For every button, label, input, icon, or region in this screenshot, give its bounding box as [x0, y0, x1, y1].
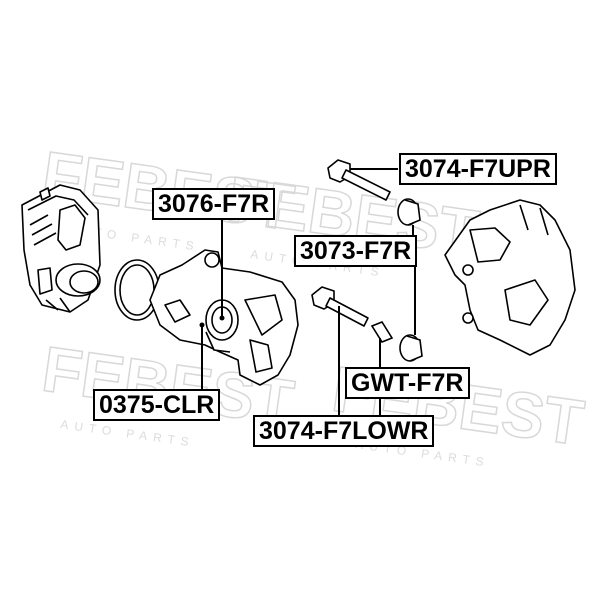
lower-pin-bolt	[311, 286, 369, 327]
label-3073-f7r: 3073-F7R	[294, 235, 418, 267]
caliper-bracket	[444, 199, 576, 356]
upper-boot	[397, 198, 421, 226]
label-gwt-f7r: GWT-F7R	[345, 367, 470, 399]
upper-pin-bolt	[327, 159, 391, 201]
o-ring	[114, 259, 160, 321]
lower-boot	[399, 334, 423, 362]
label-3076-f7r: 3076-F7R	[152, 188, 276, 220]
label-0375-clr: 0375-CLR	[93, 389, 221, 421]
motor-actuator	[21, 184, 101, 313]
label-3074-f7lowr: 3074-F7LOWR	[253, 415, 435, 447]
guide-pin	[370, 321, 394, 343]
label-3074-f7upr: 3074-F7UPR	[399, 153, 557, 185]
leader-dots	[199, 315, 225, 328]
leader-lines	[201, 168, 416, 416]
